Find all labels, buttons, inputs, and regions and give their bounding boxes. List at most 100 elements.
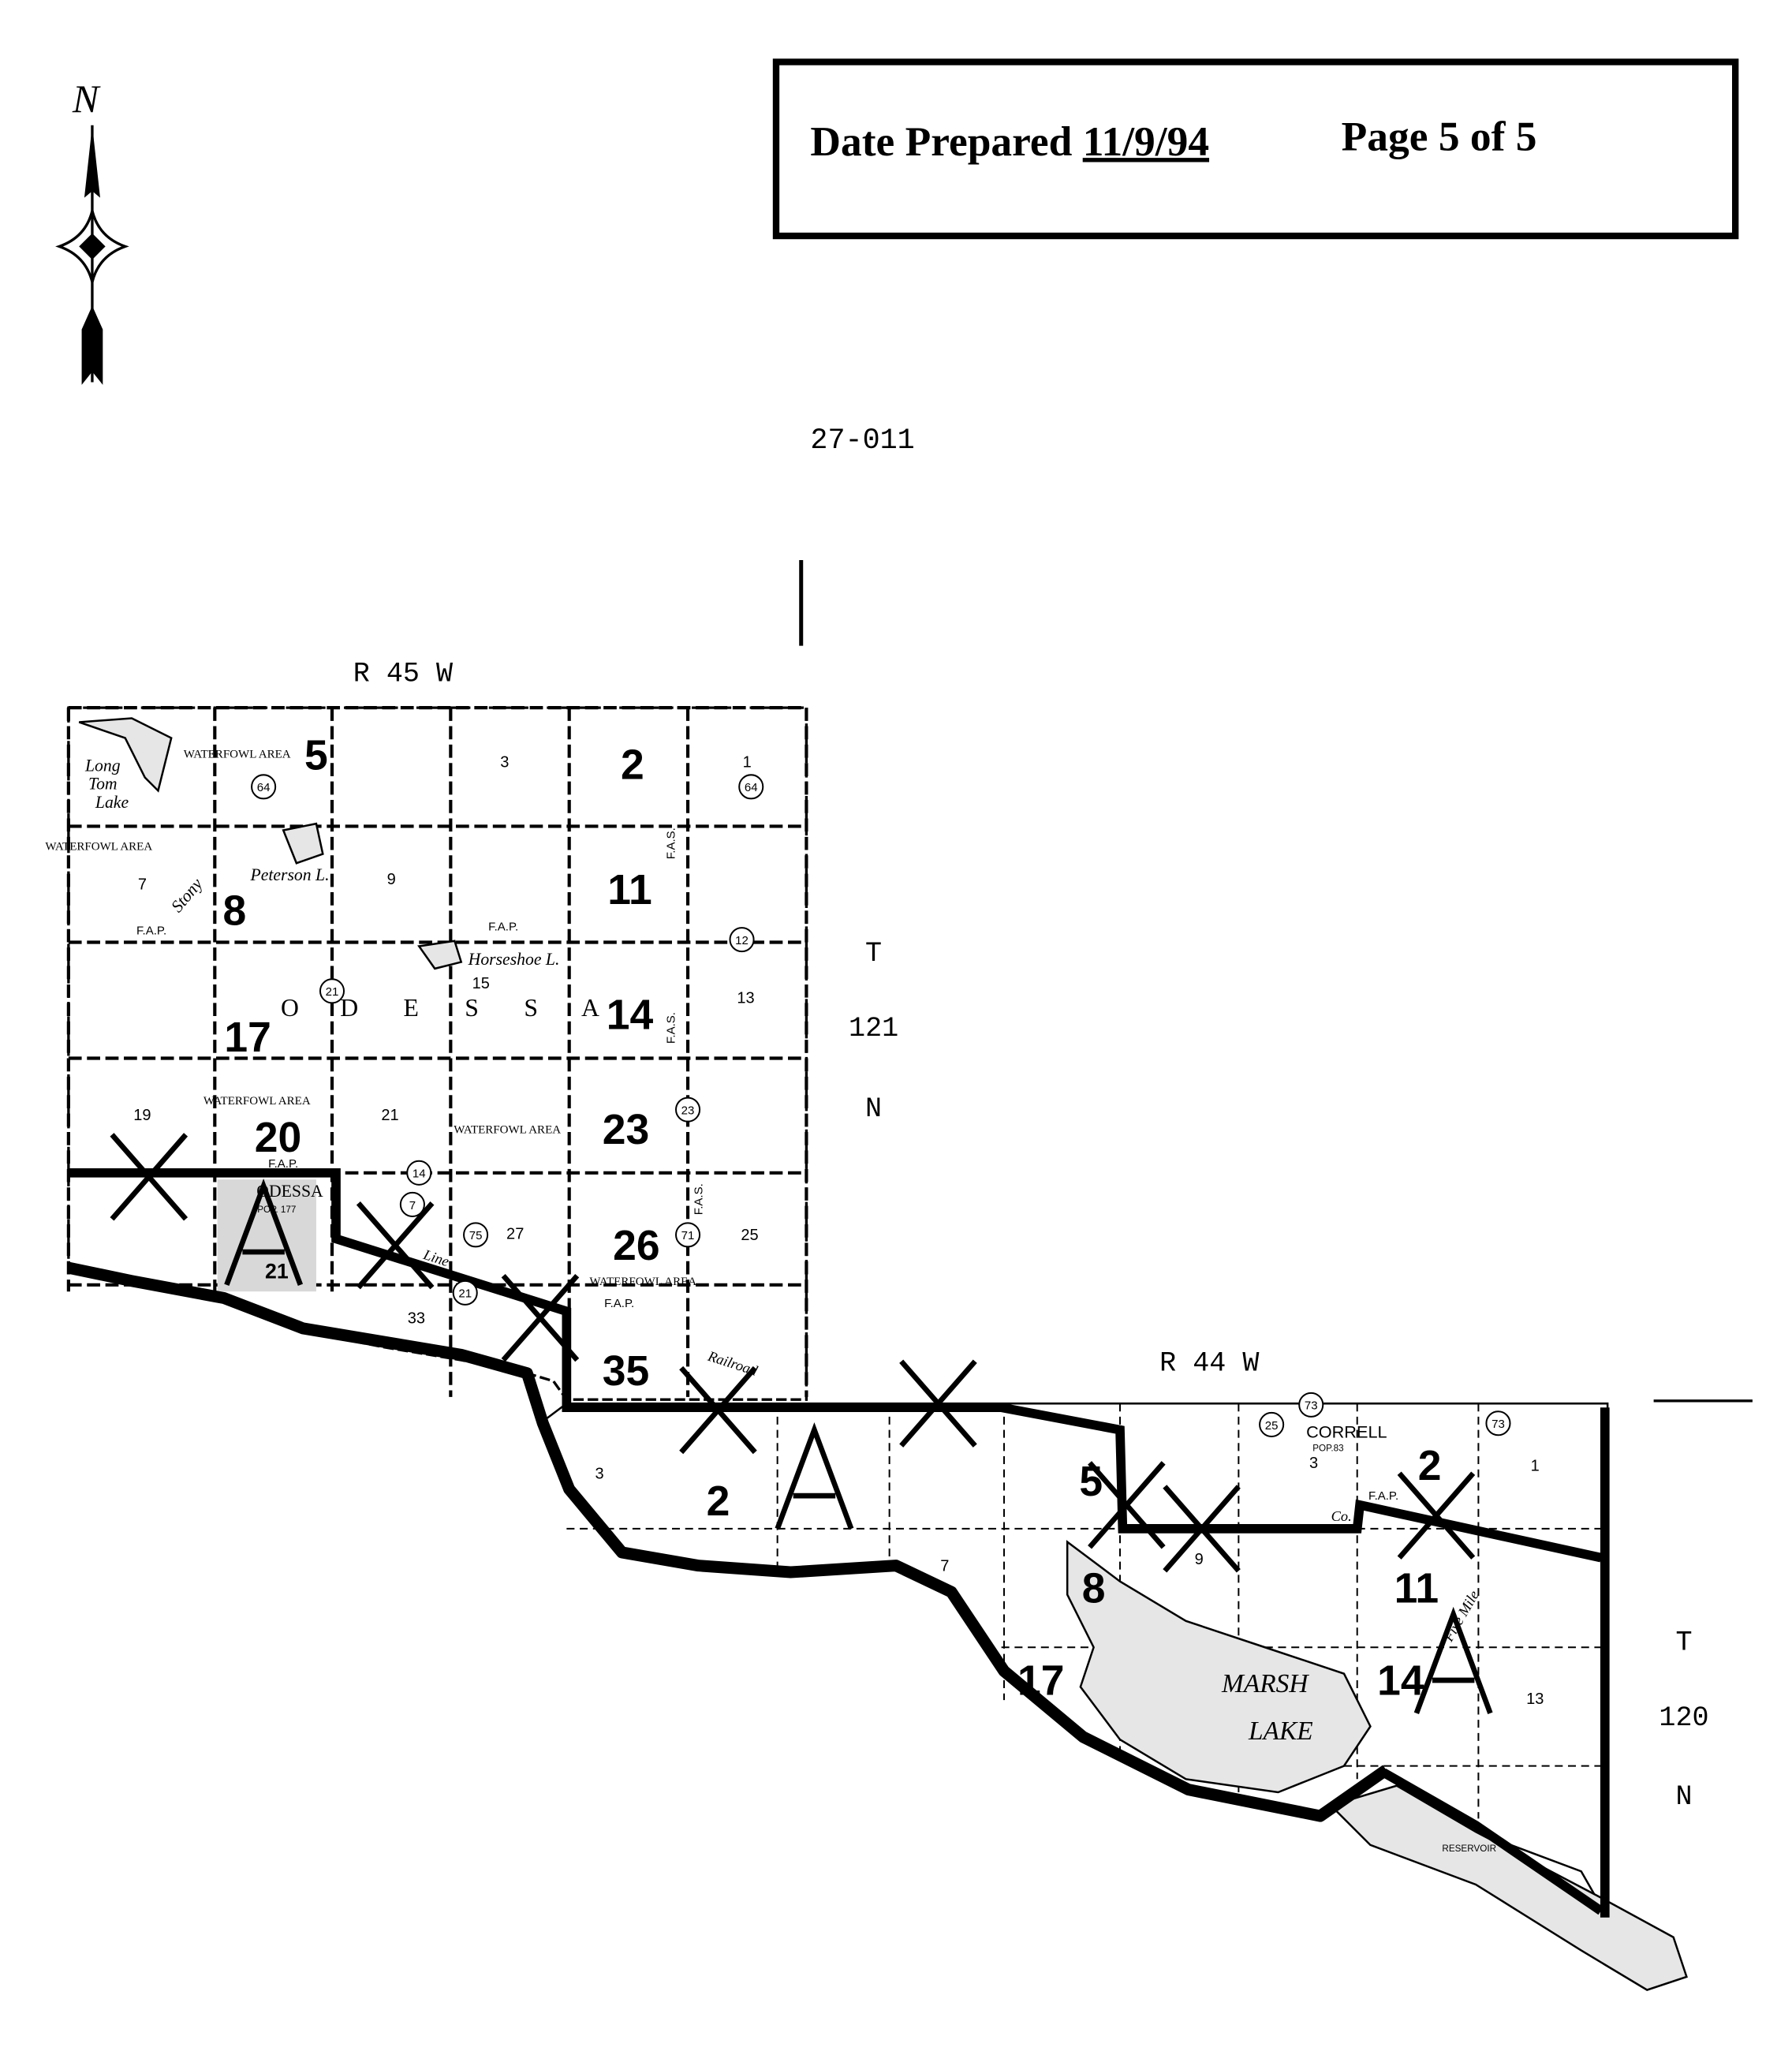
handwritten-section-number: 8 [222, 888, 246, 935]
section-number: 7 [940, 1557, 949, 1575]
place-label: RESERVOIR [1442, 1844, 1496, 1854]
route-number: 7 [409, 1199, 416, 1212]
section-number: 7 [138, 876, 147, 894]
svg-text:T: T [865, 938, 882, 969]
handwritten-cross-mark [110, 1133, 189, 1221]
section-number: 3 [1309, 1455, 1318, 1472]
route-number: 12 [735, 934, 749, 947]
road-class-label: F.A.S. [664, 1012, 678, 1044]
handwritten-area-mark [224, 1178, 304, 1287]
township-label-south: T 120 N [1659, 1627, 1708, 1813]
handwritten-cross-mark [356, 1201, 435, 1290]
route-number: 23 [681, 1104, 695, 1117]
handdrawn-boundary-south [1381, 1768, 1604, 1915]
handwritten-section-number: 17 [224, 1014, 271, 1061]
waterfowl-area-label: WATERFOWL AREA [454, 1124, 561, 1137]
handwritten-section-number: 11 [1394, 1565, 1439, 1612]
waterfowl-area-label: WATERFOWL AREA [45, 841, 152, 854]
section-number: 9 [1195, 1551, 1204, 1568]
section-number: 13 [737, 989, 754, 1007]
handwritten-cross-mark [1163, 1485, 1241, 1573]
river-shoreline [67, 1261, 1390, 1822]
section-number: 15 [472, 975, 490, 992]
handwritten-section-number: 11 [607, 867, 652, 913]
handwritten-area-mark [775, 1422, 854, 1530]
section-number: 25 [741, 1227, 758, 1244]
handdrawn-boundary [68, 1167, 1610, 1918]
place-label: POP. 177 [257, 1205, 296, 1215]
route-shield-icon: 21 [452, 1280, 478, 1306]
date-prepared-label: Date Prepared [810, 118, 1072, 165]
section-number: 33 [408, 1309, 425, 1327]
route-number: 71 [681, 1229, 695, 1242]
route-shield-icon: 75 [463, 1222, 489, 1248]
section-number: 3 [500, 753, 509, 771]
section-number: 21 [381, 1107, 398, 1124]
svg-text:T: T [1675, 1627, 1692, 1659]
section-number: 1 [743, 753, 752, 771]
handwritten-section-number: 2 [707, 1478, 730, 1525]
route-number: 21 [458, 1287, 472, 1301]
road-class-label: F.A.S. [664, 828, 678, 859]
route-number: 75 [469, 1229, 483, 1242]
place-label: Lake [95, 793, 129, 812]
handwritten-cross-mark [679, 1366, 757, 1455]
svg-text:121: 121 [849, 1013, 898, 1044]
route-number: 73 [1305, 1399, 1318, 1413]
road-class-label: F.A.P. [268, 1157, 298, 1171]
road-class-label: F.A.P. [488, 920, 518, 933]
place-label: Tom [88, 775, 118, 794]
route-number: 64 [745, 781, 758, 794]
handwritten-section-number: 14 [607, 992, 654, 1039]
route-number: 73 [1491, 1418, 1505, 1431]
route-shield-icon: 64 [251, 774, 277, 800]
section-number: 13 [1526, 1691, 1544, 1708]
place-label: Long [84, 756, 121, 775]
waterfowl-area-label: WATERFOWL AREA [184, 749, 291, 761]
handwritten-section-number: 5 [304, 733, 328, 779]
place-label: ODESSA [256, 1182, 323, 1201]
township-name-letter: S [465, 994, 479, 1022]
reservoir [1328, 1784, 1688, 1991]
handwritten-section-number: 14 [1377, 1657, 1424, 1704]
route-shield-icon: 7 [399, 1191, 425, 1217]
section-number: 19 [133, 1107, 151, 1124]
place-label: MARSH [1221, 1669, 1309, 1698]
handwritten-section-number: 26 [613, 1223, 659, 1269]
place-label: Horseshoe L. [468, 950, 560, 969]
svg-text:N: N [865, 1093, 882, 1125]
route-number: 25 [1265, 1419, 1279, 1433]
route-shield-icon: 73 [1485, 1410, 1511, 1436]
long-tom-lake [78, 717, 173, 793]
peterson-lake [282, 822, 324, 865]
horseshoe-lake [417, 940, 463, 970]
section-number: 9 [387, 871, 396, 888]
north-letter: N [72, 77, 101, 121]
township-label-north: T 121 N [849, 938, 898, 1125]
document-id: 27-011 [810, 424, 914, 458]
handwritten-cross-mark [1397, 1471, 1476, 1560]
route-shield-icon: 71 [675, 1222, 701, 1248]
township-name-letter: S [524, 994, 538, 1022]
township-name-letter: A [581, 994, 599, 1022]
range-label-west: R 45 W [353, 659, 454, 690]
place-label: Co. [1331, 1508, 1352, 1524]
header-box: Date Prepared 11/9/94 Page 5 of 5 [772, 58, 1739, 240]
waterfowl-area-label: WATERFOWL AREA [589, 1276, 696, 1288]
range-label-east: R 44 W [1159, 1347, 1260, 1379]
handwritten-section-number: 2 [1418, 1443, 1442, 1489]
handwritten-cross-mark [501, 1273, 580, 1362]
svg-text:120: 120 [1659, 1702, 1708, 1734]
handwritten-section-number: 35 [603, 1348, 649, 1395]
handwritten-section-number: 8 [1082, 1565, 1106, 1612]
north-arrow-icon: N [55, 77, 129, 385]
handwritten-section-number: 2 [621, 742, 644, 788]
place-label: POP.83 [1312, 1443, 1343, 1453]
route-shield-icon: 14 [406, 1160, 432, 1186]
handwritten-section-number: 20 [255, 1115, 301, 1161]
waterfowl-area-label: WATERFOWL AREA [203, 1095, 311, 1108]
route-shield-icon: 64 [738, 774, 764, 800]
place-label: Peterson L. [249, 865, 329, 884]
road-class-label: F.A.P. [136, 924, 166, 937]
